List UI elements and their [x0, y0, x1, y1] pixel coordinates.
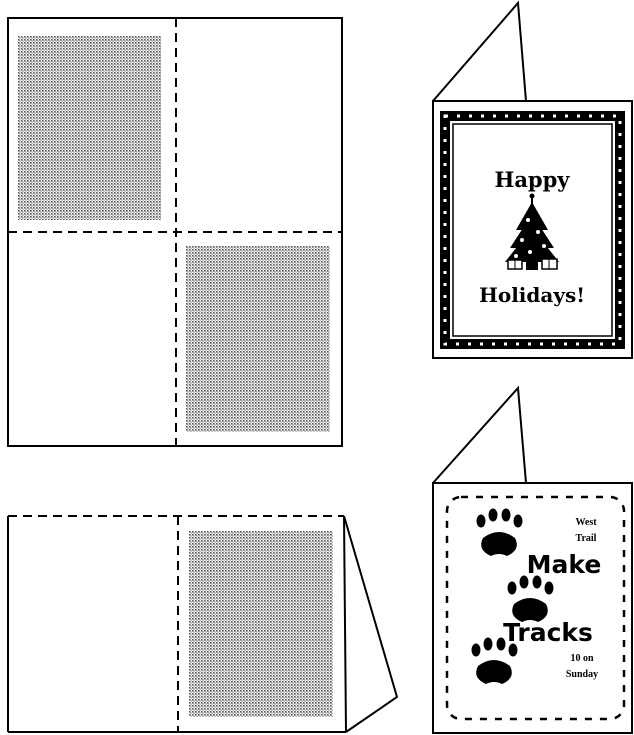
card-back-flap [433, 388, 526, 483]
standing-flap [344, 516, 397, 732]
half-fold-card [8, 516, 397, 732]
quarter-fold-sheet [8, 18, 342, 446]
corner-text-top-1: West [575, 517, 597, 528]
tracks-card: West Trail Make Tracks 10 on Sunday [433, 388, 632, 733]
corner-text-bottom-1: 10 on [570, 653, 594, 664]
shaded-panel-bottom-right [186, 246, 330, 432]
headline-line-2: Tracks [503, 618, 593, 647]
greeting-line-1: Happy [494, 167, 570, 192]
holiday-card: Happy Holidays! [433, 3, 632, 358]
shaded-panel-top-left [18, 36, 161, 220]
corner-text-top-2: Trail [576, 533, 597, 544]
corner-text-bottom-2: Sunday [566, 669, 598, 680]
shaded-panel-right [189, 531, 333, 717]
greeting-line-2: Holidays! [479, 283, 585, 307]
headline-line-1: Make [527, 550, 602, 579]
card-back-flap [433, 3, 526, 101]
